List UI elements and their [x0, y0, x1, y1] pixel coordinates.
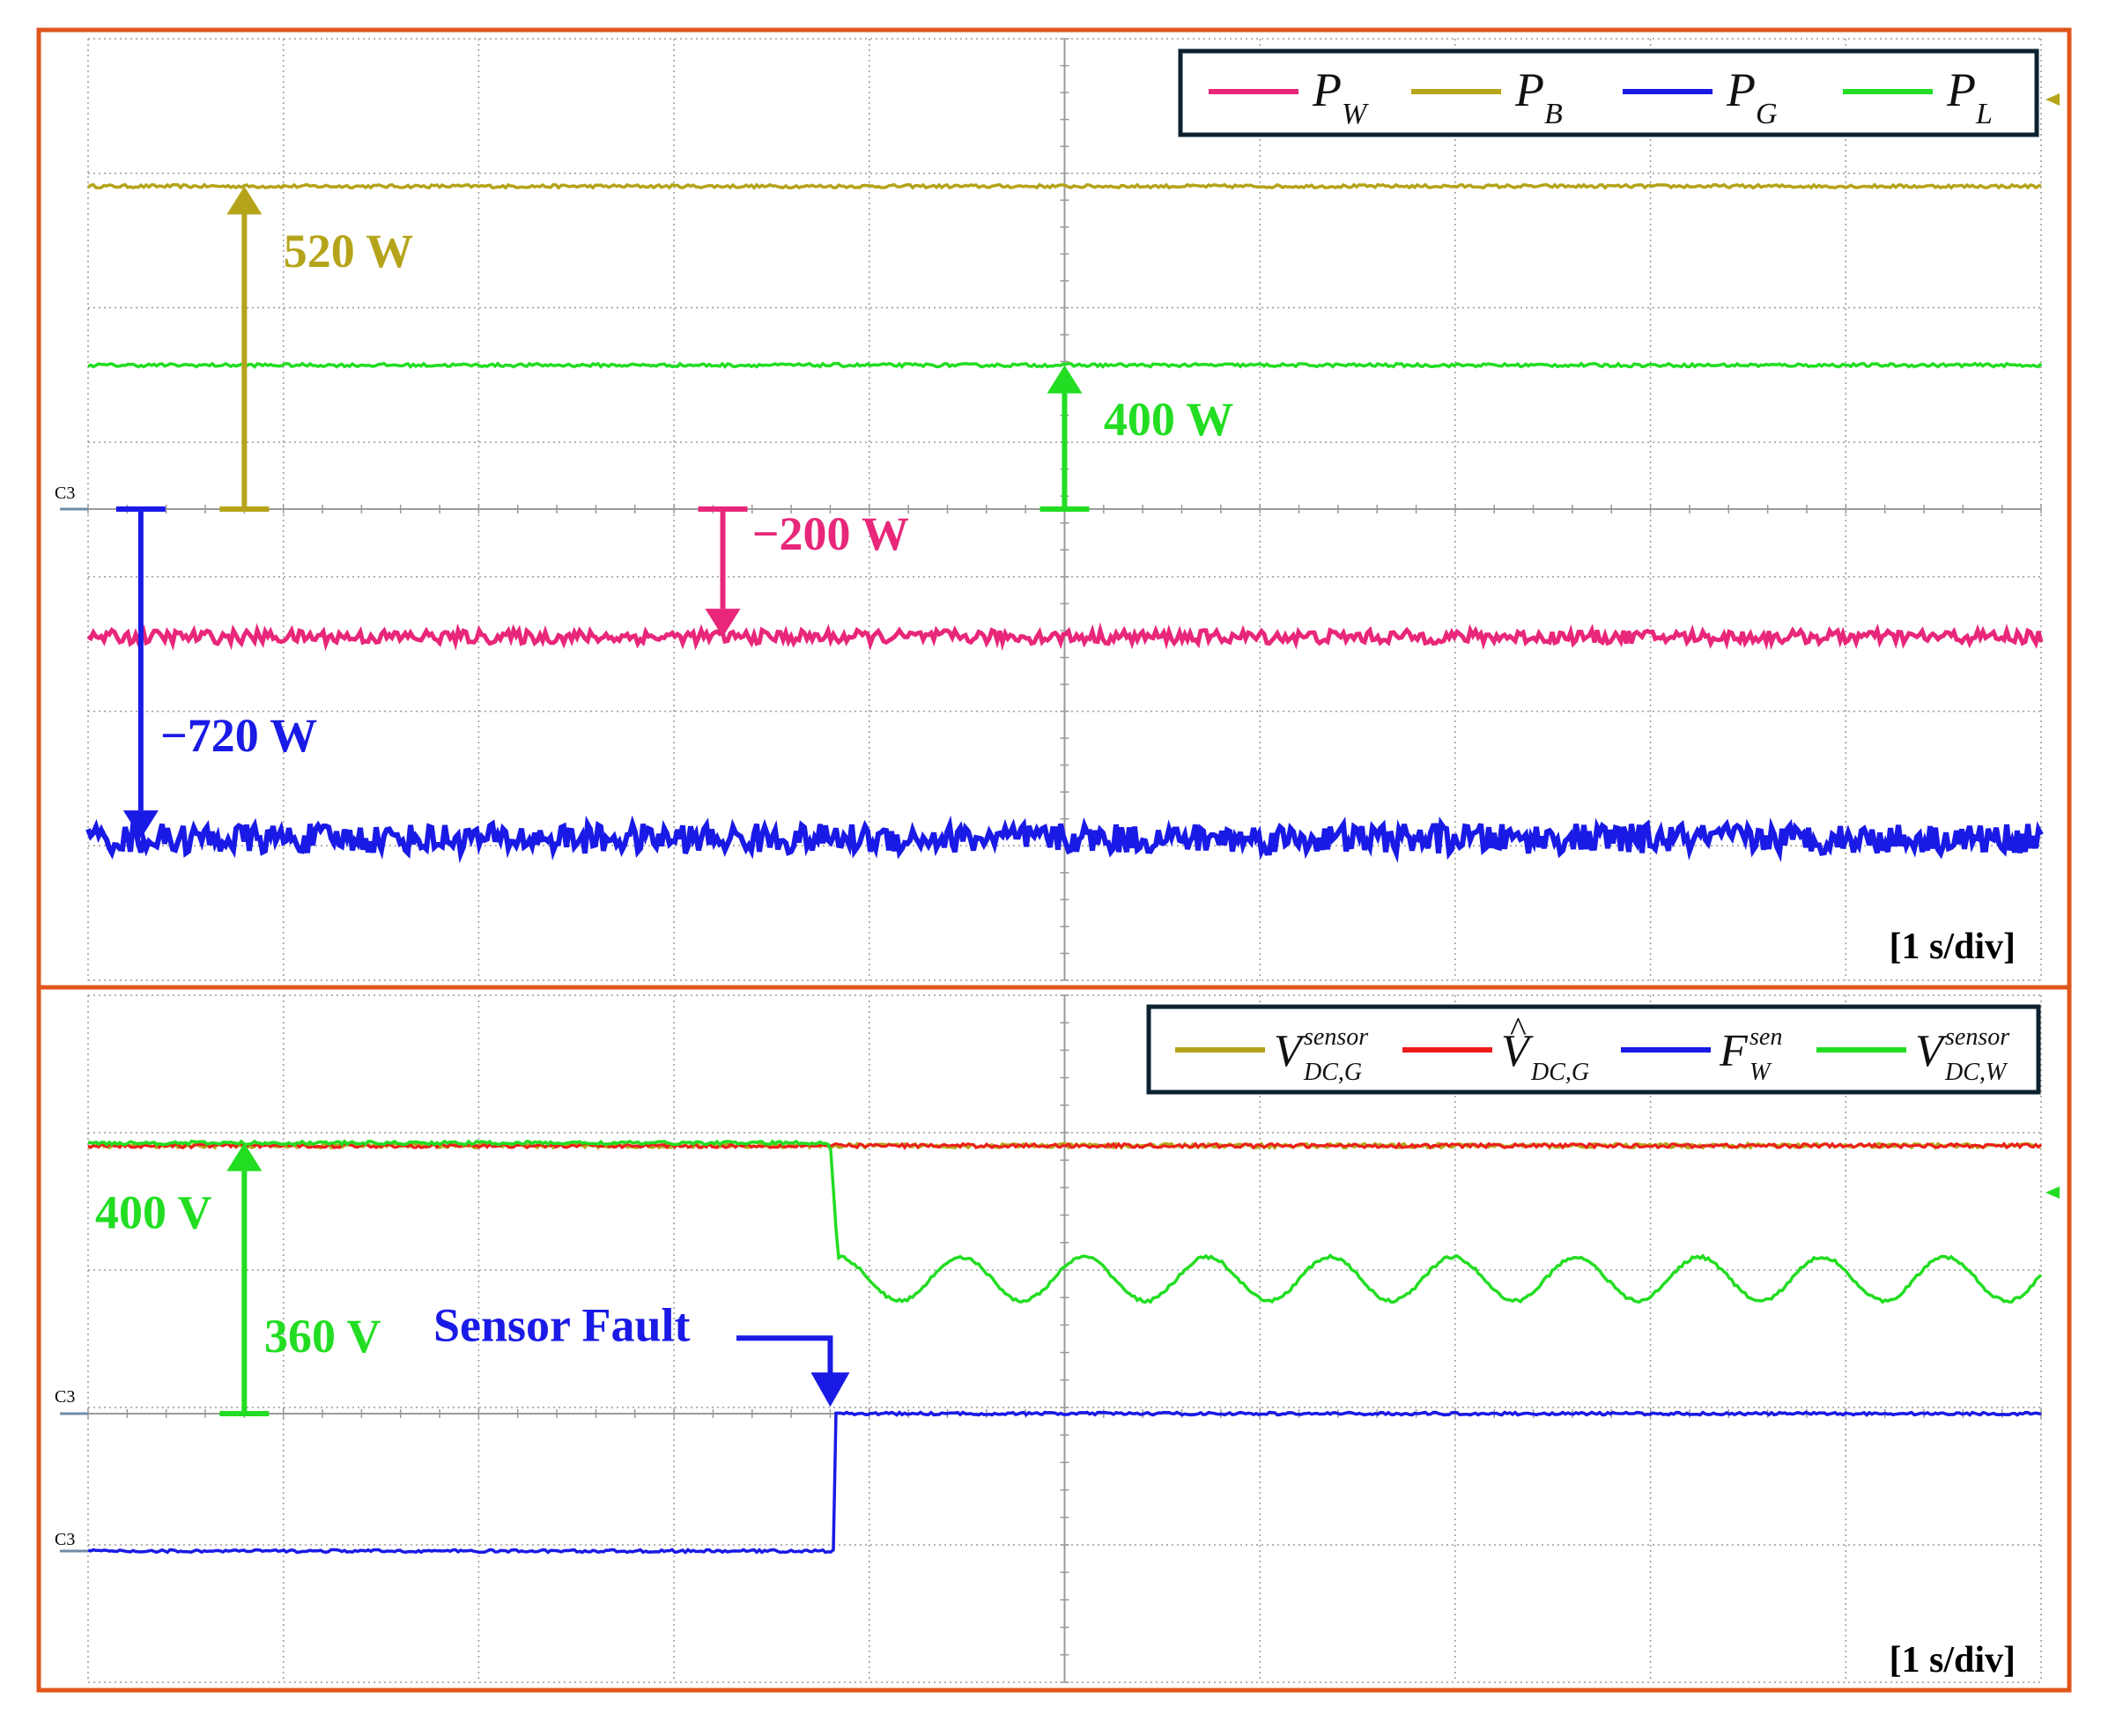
trace-f-w [87, 1410, 2042, 1555]
annotation-label-400v: 400 V [95, 1186, 212, 1238]
legend-symbol: V [1915, 1026, 1948, 1076]
legend-sup: sen [1750, 1023, 1782, 1051]
legend-sub: DC,G [1303, 1059, 1362, 1086]
top-trigger-marker [2046, 93, 2060, 106]
legend-sub: DC,G [1530, 1059, 1589, 1086]
annotation-label-p-b: 520 W [284, 225, 414, 277]
legend-hat: ^ [1510, 1009, 1527, 1049]
top-legend-p-l-text: PL [1946, 63, 1993, 130]
trace-v-hat-dc-g [87, 1141, 2043, 1150]
sensor-fault-pointer [736, 1335, 833, 1379]
top-channel-marker: C3 [55, 484, 75, 503]
bottom-trigger-marker [2046, 1186, 2060, 1199]
bottom-legend-entry-v-hat-g: V^DC,G [1402, 1009, 1589, 1086]
arrow-p-w-head [705, 609, 741, 638]
legend-sub: DC,W [1944, 1059, 2009, 1086]
bottom-channel-marker-2: C3 [55, 1530, 75, 1549]
arrow-p-b-head [226, 186, 263, 215]
top-panel-traces [85, 182, 2044, 864]
annotation-label-p-l: 400 W [1104, 393, 1234, 446]
legend-symbol: F [1719, 1026, 1749, 1076]
annotation-label-sensor-fault: Sensor Fault [433, 1298, 691, 1351]
legend-sup: sensor [1945, 1023, 2009, 1051]
top-legend-p-w-text: PW [1312, 63, 1369, 130]
top-panel-annotations: 520 W 400 W −200 W −720 W [115, 186, 1234, 839]
trace-v-sensor-dc-w [87, 1139, 2043, 1304]
top-legend: PW PB PG PL [1178, 48, 2039, 137]
trace-p-b [86, 182, 2042, 190]
bottom-channel-marker-1: C3 [55, 1387, 75, 1407]
legend-sup: sensor [1304, 1023, 1368, 1051]
annotation-label-360v: 360 V [264, 1310, 381, 1363]
legend-sub: W [1750, 1059, 1772, 1086]
trace-p-g [85, 815, 2044, 864]
arrow-v-dc-w-head [226, 1142, 263, 1171]
top-legend-p-g-text: PG [1726, 63, 1778, 130]
trace-p-l [87, 361, 2043, 370]
legend-symbol: V [1501, 1026, 1534, 1076]
trace-p-w [86, 622, 2044, 652]
bottom-panel-frame [36, 985, 2072, 1693]
bottom-timebase-label: [1 s/div] [1889, 1640, 2016, 1681]
arrow-p-g-head [122, 810, 159, 839]
bottom-panel-traces [87, 1139, 2043, 1555]
top-legend-p-b-text: PB [1514, 63, 1563, 130]
sensor-fault-arrow-head [810, 1372, 850, 1407]
arrow-p-l-head [1047, 365, 1083, 394]
top-power-panel: 520 W 400 W −200 W −720 W C3 PW PB PG PL [1 s/… [36, 27, 2072, 990]
annotation-label-p-w: −200 W [752, 507, 909, 560]
legend-symbol: V [1274, 1026, 1306, 1076]
bottom-panel-annotations: 400 V 360 V Sensor Fault [95, 1142, 850, 1416]
annotation-label-p-g: −720 W [160, 709, 317, 762]
top-timebase-label: [1 s/div] [1889, 927, 2016, 967]
